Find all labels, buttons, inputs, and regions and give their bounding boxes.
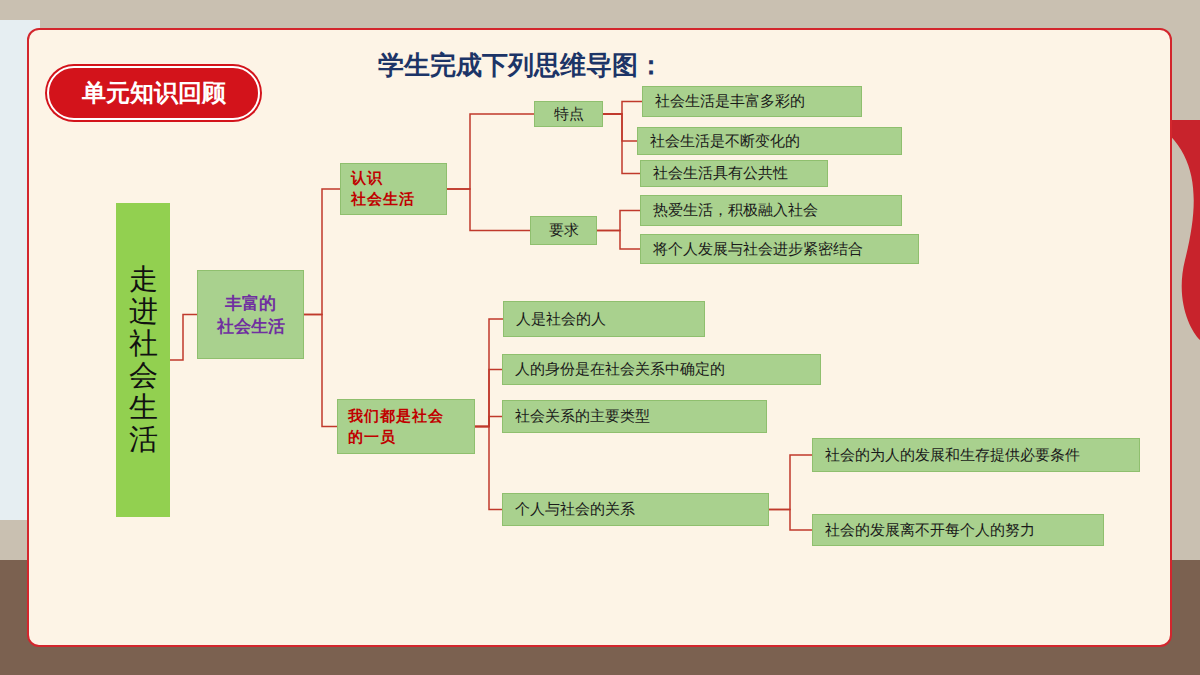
unit-badge: 单元知识回顾 [47,66,260,120]
tree-connector [475,370,502,427]
tree-connector [170,315,197,361]
tree-connector [603,102,642,115]
connector-line [769,455,812,510]
branch-box: 丰富的 社会生活 [197,270,304,359]
connector-line [304,315,337,427]
point-box: 将个人发展与社会进步紧密结合 [640,234,919,264]
point-box: 社会的为人的发展和生存提供必要条件 [812,438,1140,472]
tree-connector [603,114,640,174]
topic-box: 我们都是社会 的一员 [337,399,475,454]
tree-connector [304,315,337,427]
node-text: 要求 [549,221,579,240]
connector-line [304,189,340,315]
tree-connector [304,189,340,315]
tree-connector [447,114,534,189]
point-box: 热爱生活，积极融入社会 [640,195,902,226]
connector-line [597,211,640,231]
node-text: 走进社会生活 [129,264,158,455]
node-text: 社会生活具有公共性 [653,164,788,183]
point-box: 社会关系的主要类型 [502,400,767,433]
node-text: 认识 社会生活 [351,168,436,210]
connector-line [475,370,502,427]
category-box: 要求 [530,216,597,245]
tree-connector [597,211,640,231]
node-text: 将个人发展与社会进步紧密结合 [653,240,863,259]
point-box: 社会生活是不断变化的 [637,127,902,155]
point-box: 社会的发展离不开每个人的努力 [812,514,1104,546]
connector-line [475,319,503,427]
connector-line [603,114,640,174]
connector-line [475,427,502,510]
connector-line [603,102,642,115]
node-text: 个人与社会的关系 [515,500,635,519]
node-text: 社会的为人的发展和生存提供必要条件 [825,446,1080,465]
node-text: 社会生活是不断变化的 [650,132,800,151]
node-text: 人是社会的人 [516,310,606,329]
node-text: 人的身份是在社会关系中确定的 [515,360,725,379]
point-box: 人的身份是在社会关系中确定的 [502,354,821,385]
page-title: 学生完成下列思维导图： [378,48,664,83]
root-box: 走进社会生活 [116,203,170,517]
connector-line [597,231,640,250]
tree-connector [475,417,502,427]
connector-line [447,114,534,189]
connector-line [447,189,530,231]
connector-line [769,510,812,531]
topic-box: 认识 社会生活 [340,163,447,215]
node-text: 特点 [554,105,584,124]
tree-connector [769,455,812,510]
tree-connector [597,231,640,250]
point-box: 人是社会的人 [503,301,705,337]
node-text: 社会关系的主要类型 [515,407,650,426]
tree-connector [475,319,503,427]
point-box: 社会生活具有公共性 [640,160,828,187]
node-text: 社会的发展离不开每个人的努力 [825,521,1035,540]
tree-connector [447,189,530,231]
node-text: 热爱生活，积极融入社会 [653,201,818,220]
node-text: 社会生活是丰富多彩的 [655,92,805,111]
node-text: 我们都是社会 的一员 [348,406,464,448]
connector-line [475,417,502,427]
node-text: 单元知识回顾 [82,77,226,109]
tree-connector [603,114,637,141]
connector-line [170,315,197,361]
tree-connector [769,510,812,531]
point-box: 社会生活是丰富多彩的 [642,86,862,117]
node-text: 丰富的 社会生活 [206,292,295,338]
point-box: 个人与社会的关系 [502,493,769,526]
tree-connector [475,427,502,510]
connector-line [603,114,637,141]
category-box: 特点 [534,101,603,127]
